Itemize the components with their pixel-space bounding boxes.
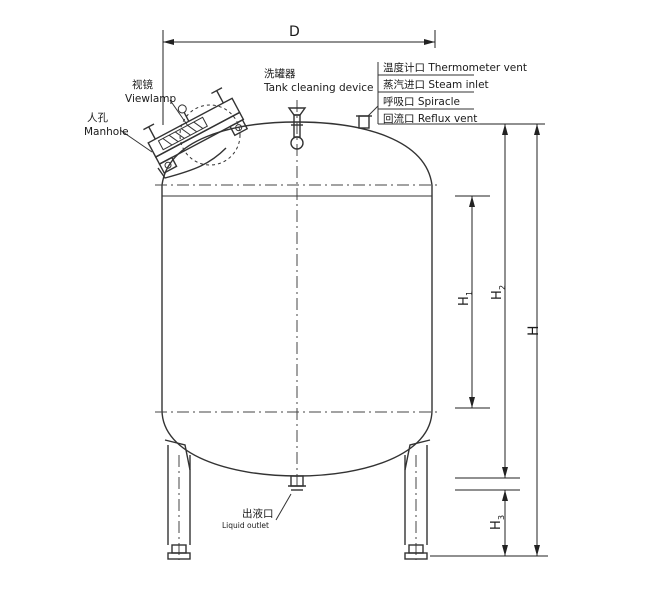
- dimension-h-label: H: [526, 325, 542, 336]
- manhole-label-en: Manhole: [84, 126, 129, 138]
- center-lines: [155, 100, 440, 490]
- tank-cleaning-label-en: Tank cleaning device: [263, 82, 374, 94]
- dimension-h3-subscript: 3: [497, 515, 506, 520]
- dimension-d: [162, 30, 436, 125]
- tank-cleaning-label-cn: 洗罐器: [264, 67, 296, 80]
- viewlamp-label-cn: 视镜: [132, 78, 153, 91]
- viewlamp-label-en: Viewlamp: [125, 93, 176, 105]
- liquid-outlet-label-cn: 出液口: [242, 507, 274, 520]
- manhole-assembly: [119, 87, 249, 179]
- dimension-h3: [455, 489, 520, 556]
- dimension-d-label: D: [289, 24, 300, 40]
- steam-inlet-label: 蒸汽进口 Steam inlet: [383, 78, 489, 91]
- vent-nozzles: [356, 62, 480, 129]
- dimension-h1-subscript: 1: [465, 291, 474, 296]
- spiracle-label: 呼吸口 Spiracle: [383, 96, 460, 108]
- dimension-h: [430, 124, 548, 557]
- left-leg: [164, 439, 191, 560]
- dimension-h2: [455, 123, 545, 479]
- right-leg: [404, 439, 431, 560]
- dimension-h1: [455, 195, 490, 409]
- dimension-h2-label: H: [490, 290, 505, 300]
- thermometer-vent-label: 温度计口 Thermometer vent: [383, 61, 527, 74]
- liquid-outlet: [275, 475, 306, 521]
- liquid-outlet-label-en: Liquid outlet: [222, 521, 269, 530]
- manhole-label-cn: 人孔: [87, 111, 108, 124]
- dimension-h1-label: H: [457, 296, 472, 306]
- dimension-h2-subscript: 2: [498, 285, 507, 290]
- reflux-vent-label: 回流口 Reflux vent: [383, 112, 477, 125]
- tank-cleaning-device: [287, 107, 307, 150]
- dimension-h3-label: H: [489, 520, 504, 530]
